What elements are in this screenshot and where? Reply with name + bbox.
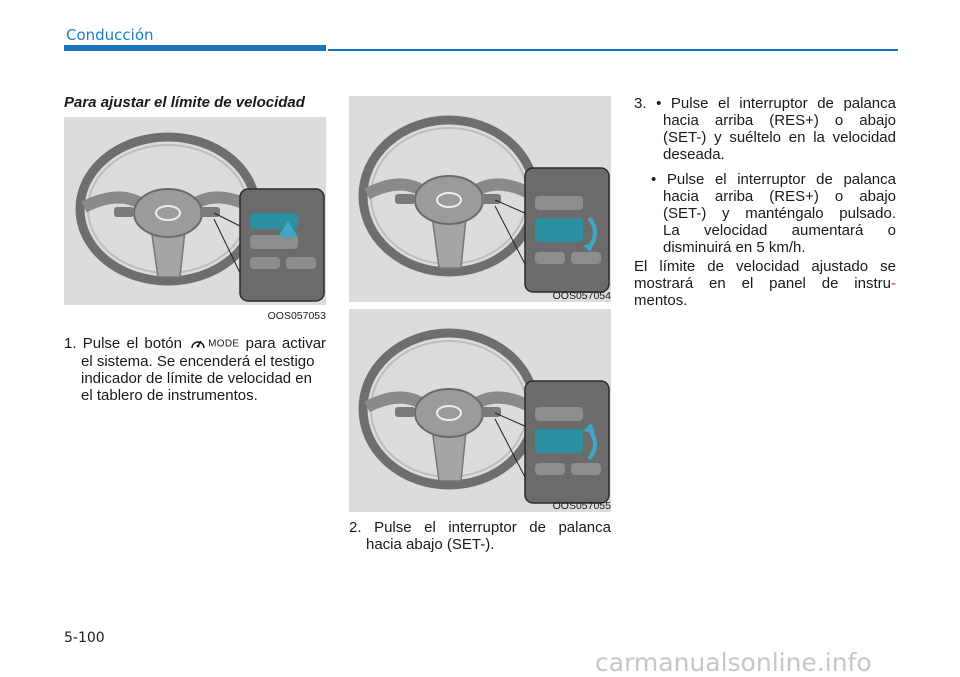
step-3: 3. • Pulse el interruptor de palanca hac…	[634, 95, 896, 256]
steering-wheel-illustration	[358, 115, 610, 293]
step-text: para activar	[245, 335, 327, 352]
step-1-line-2: el sistema. Se encenderá el testigo	[81, 352, 315, 370]
step-text: • Pulse el interruptor de palanca	[656, 95, 896, 112]
header-rule-thick	[64, 45, 326, 51]
step-1-line-3: indicador de límite de velocidad en	[81, 369, 312, 387]
steering-wheel-illustration	[75, 132, 325, 302]
steering-wheel-illustration	[358, 328, 610, 504]
step-3-bullet-2-line-4: La velocidad aumentará o	[663, 222, 896, 239]
step-2-line-1: 2. Pulse el interruptor de palanca	[349, 519, 611, 536]
step-3-bullet-1-line-3: (SET-) y suéltelo en la velocidad	[663, 129, 896, 146]
step-3-bullet-1-line-4: deseada.	[663, 146, 725, 163]
step-1-line-1: 1. Pulse el botón MODE para activar	[64, 335, 326, 353]
step-2: 2. Pulse el interruptor de palanca hacia…	[349, 519, 611, 553]
step-3-bullet-2-line-3: (SET-) y manténgalo pulsado.	[663, 205, 896, 222]
step-text: Pulse el interruptor de palanca	[374, 519, 611, 536]
step-text: Pulse el botón	[82, 335, 182, 352]
closing-line-2: mostrará en el panel de instru-	[634, 275, 896, 292]
closing-paragraph: El límite de velocidad ajustado se mostr…	[634, 258, 896, 309]
page-number: 5-100	[64, 630, 105, 646]
step-3-bullet-1-line-1: 3. • Pulse el interruptor de palanca	[634, 95, 896, 112]
figure-steering-wheel-set-down	[349, 96, 611, 302]
hyphen: -	[891, 275, 896, 292]
closing-line-1: El límite de velocidad ajustado se	[634, 258, 896, 275]
mode-label: MODE	[208, 338, 240, 350]
step-3-bullet-2-line-5: disminuirá en 5 km/h.	[663, 239, 806, 256]
step-2-line-2: hacia abajo (SET-).	[366, 536, 495, 553]
step-3-bullet-2-line-1: • Pulse el interruptor de palanca	[651, 171, 896, 188]
closing-line-3: mentos.	[634, 292, 688, 309]
watermark: carmanualsonline.info	[595, 648, 872, 677]
closing-text: mostrará en el panel de instru	[634, 275, 891, 292]
step-number: 3.	[634, 95, 647, 112]
figure-steering-wheel-mode	[64, 117, 326, 305]
step-3-bullet-1-line-2: hacia arriba (RES+) o abajo	[663, 112, 896, 129]
figure-caption: OOS057053	[267, 310, 326, 322]
section-title: Conducción	[66, 26, 154, 44]
header-rule-thin	[328, 49, 898, 51]
step-1: 1. Pulse el botón MODE para activar el s…	[64, 335, 326, 404]
subheading: Para ajustar el límite de velocidad	[64, 94, 305, 111]
step-3-bullet-2-line-2: hacia arriba (RES+) o abajo	[663, 188, 896, 205]
step-number: 2.	[349, 519, 362, 536]
figure-caption: OOS057055	[552, 500, 611, 512]
step-1-line-4: el tablero de instrumentos.	[81, 386, 258, 404]
figure-steering-wheel-set-up	[349, 309, 611, 512]
step-number: 1.	[64, 335, 77, 352]
speed-limit-mode-icon	[191, 340, 205, 349]
figure-caption: OOS057054	[552, 290, 611, 302]
